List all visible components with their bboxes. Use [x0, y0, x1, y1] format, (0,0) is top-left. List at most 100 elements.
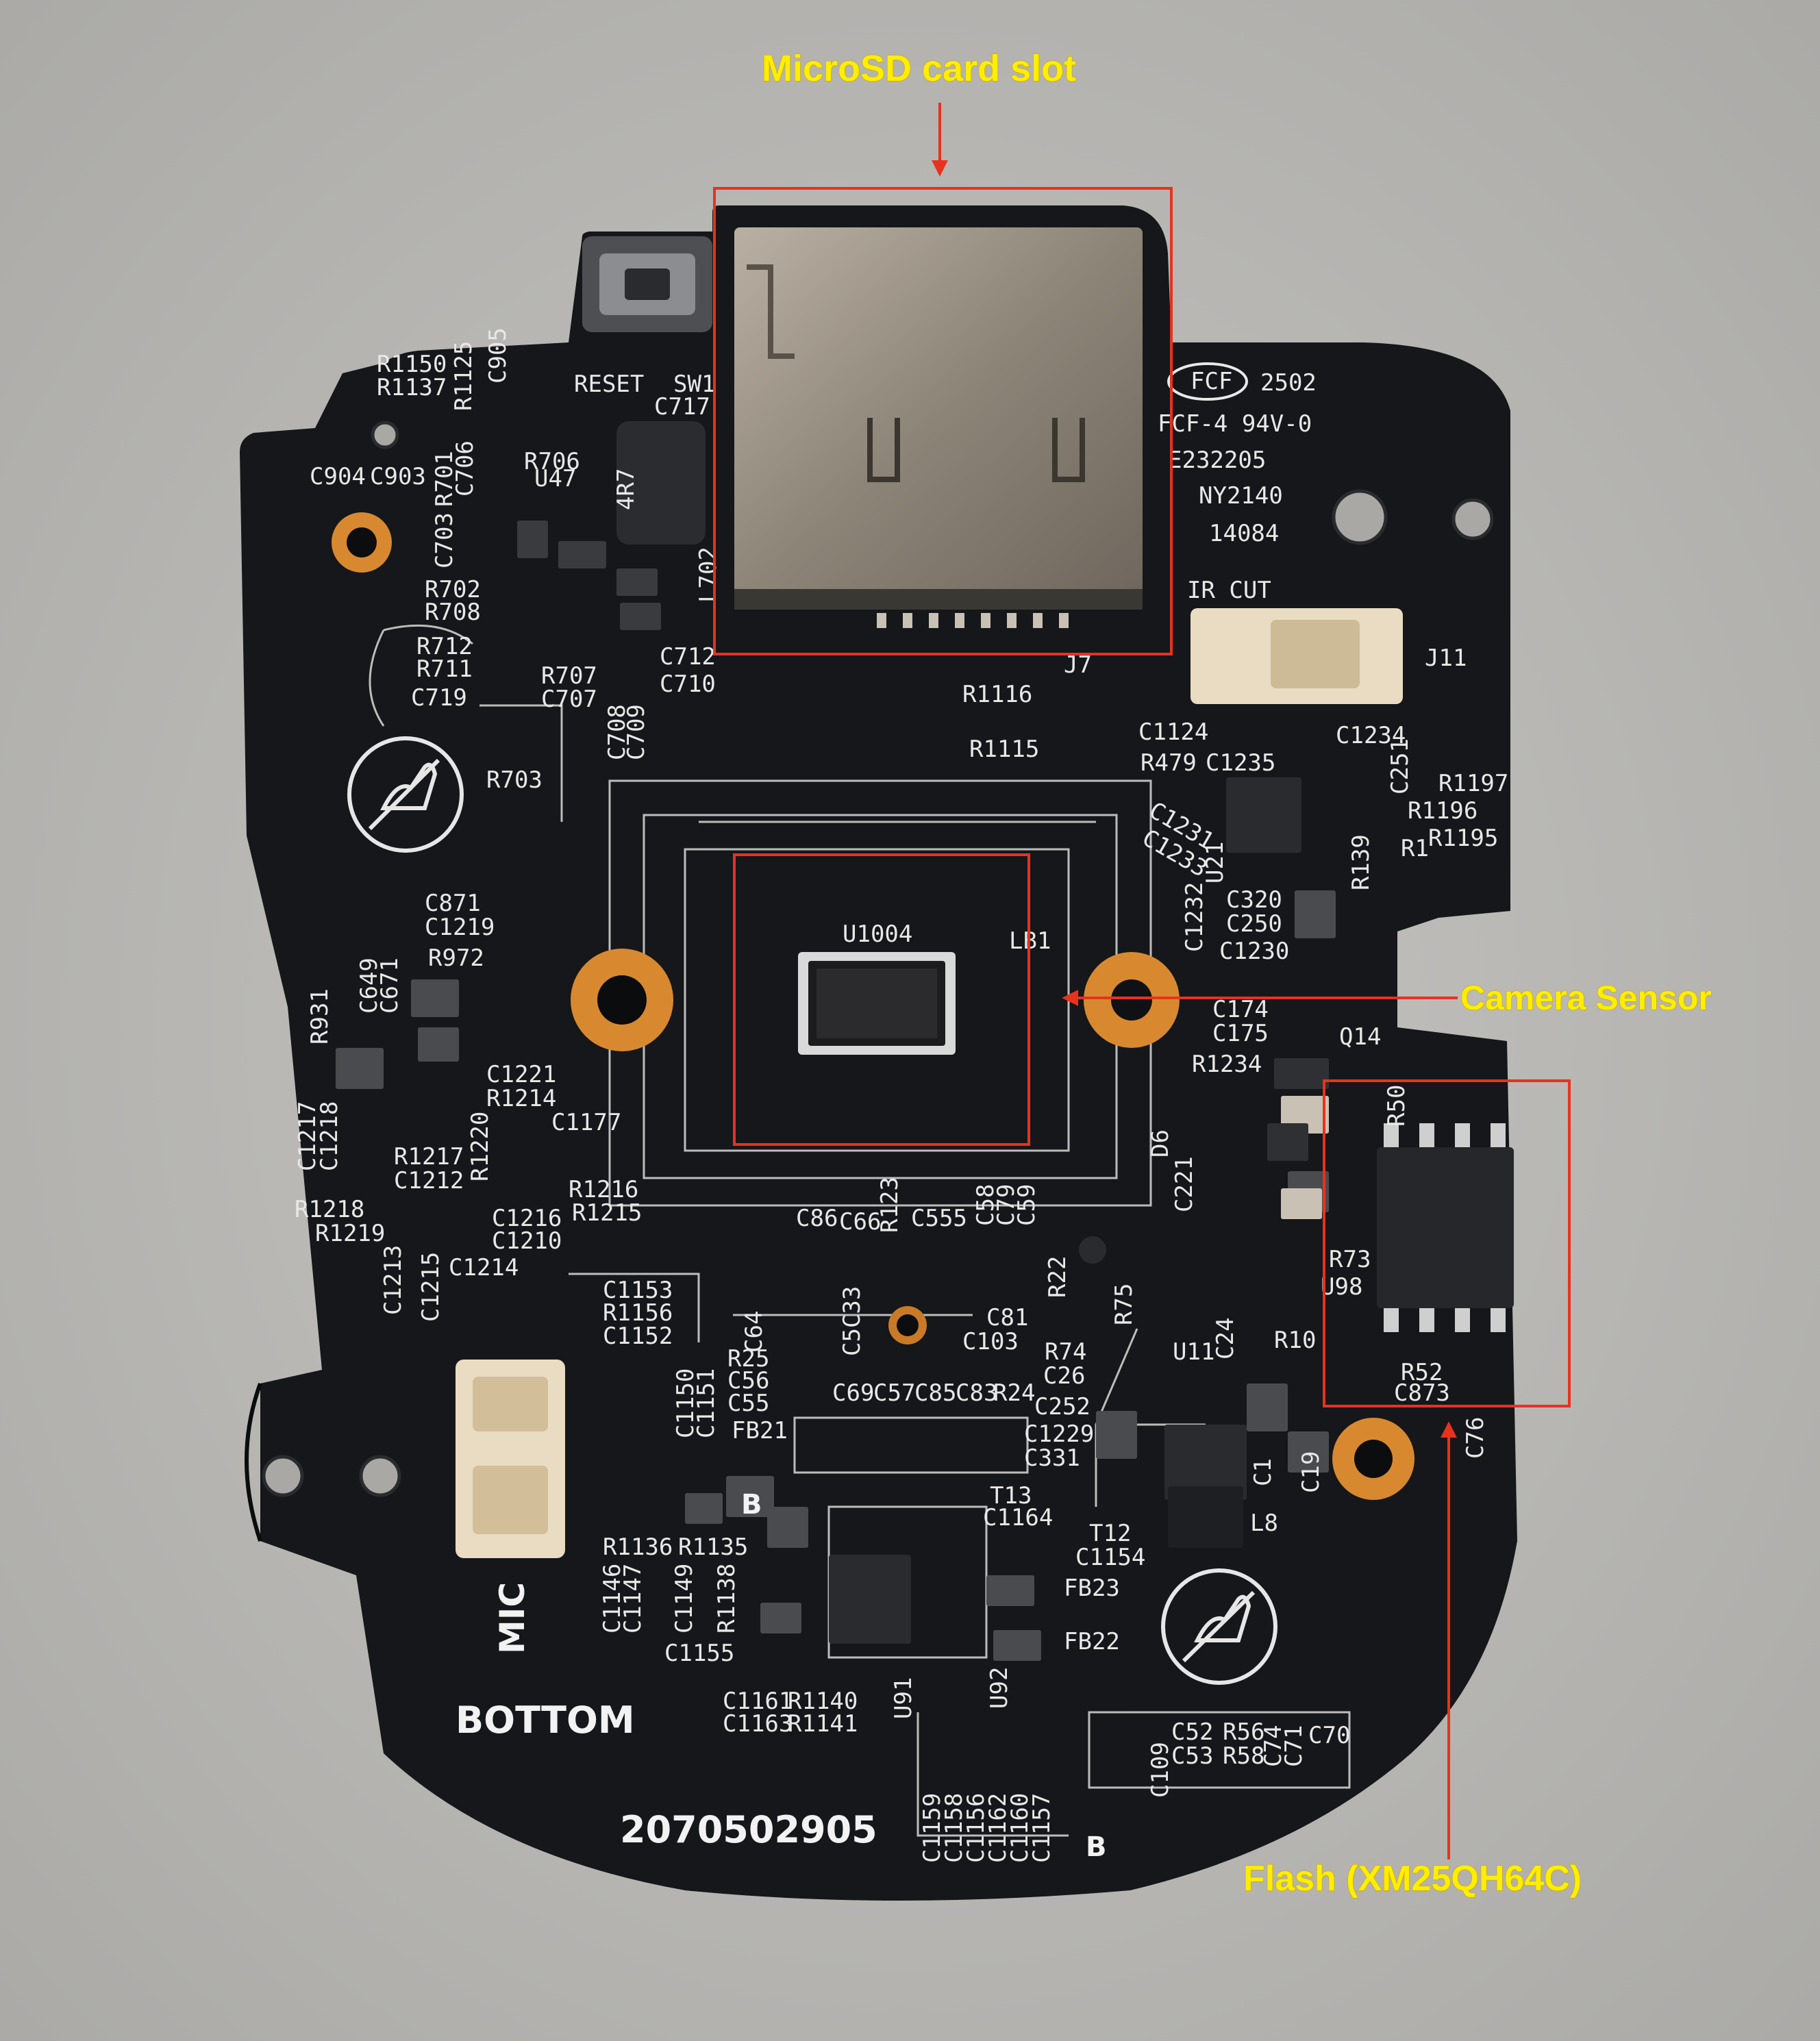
svg-text:C708: C708 [603, 704, 631, 760]
svg-text:C59: C59 [1013, 1184, 1040, 1226]
svg-text:R25: R25 [727, 1345, 769, 1373]
svg-text:R931: R931 [306, 988, 334, 1044]
svg-text:R1214: R1214 [486, 1085, 556, 1112]
svg-text:C1230: C1230 [1219, 938, 1289, 965]
svg-text:C83: C83 [956, 1379, 997, 1407]
pcb-edge-shadow [245, 1382, 262, 1542]
svg-text:C873: C873 [1394, 1379, 1450, 1407]
svg-text:R1: R1 [1401, 835, 1429, 862]
svg-text:C1213: C1213 [379, 1245, 407, 1315]
svg-text:R1135: R1135 [678, 1533, 748, 1561]
svg-text:C69: C69 [832, 1379, 874, 1407]
inductor-component [616, 421, 706, 544]
sensor-highlight-box [733, 853, 1030, 1146]
svg-text:C1150: C1150 [672, 1368, 699, 1438]
svg-text:C1210: C1210 [492, 1227, 562, 1255]
ir-cut-connector [1191, 608, 1403, 704]
svg-text:C709: C709 [623, 704, 650, 760]
svg-text:R707: R707 [541, 662, 597, 690]
mic-connector [456, 1360, 565, 1558]
esd-hand-symbol-bottom [1161, 1568, 1277, 1685]
flash-chip-component [1377, 1123, 1514, 1332]
svg-text:C320: C320 [1226, 886, 1282, 914]
svg-text:C871: C871 [425, 890, 481, 917]
component-refs: R1150 R1137 R1125 C905 C717 C904 C903 R7… [294, 327, 1508, 1863]
svg-text:C331: C331 [1024, 1444, 1080, 1472]
svg-text:C1149: C1149 [671, 1564, 698, 1633]
svg-text:R1234: R1234 [1192, 1051, 1262, 1078]
svg-text:R1217: R1217 [394, 1143, 464, 1170]
svg-text:U21: U21 [1201, 842, 1229, 884]
smd-components [336, 521, 1336, 1661]
svg-text:C719: C719 [411, 684, 467, 712]
svg-text:C1159: C1159 [919, 1793, 946, 1863]
svg-text:R706: R706 [524, 448, 580, 475]
svg-text:R1137: R1137 [377, 374, 447, 401]
svg-text:C175: C175 [1212, 1020, 1269, 1047]
svg-text:R1116: R1116 [962, 681, 1032, 708]
microsd-annotation-label: MicroSD card slot [762, 48, 1076, 89]
svg-text:R1216: R1216 [569, 1176, 638, 1203]
svg-text:R1196: R1196 [1408, 797, 1478, 825]
svg-text:R1150: R1150 [377, 351, 447, 378]
svg-text:FB22: FB22 [1064, 1628, 1120, 1655]
svg-text:R479: R479 [1140, 749, 1197, 777]
svg-text:C717: C717 [654, 393, 710, 421]
camera-sensor-component [798, 952, 956, 1055]
svg-text:R22: R22 [1044, 1256, 1071, 1298]
silk-mic: MIC [493, 1582, 532, 1654]
svg-text:C707: C707 [541, 686, 597, 713]
svg-text:C1234: C1234 [1336, 722, 1406, 749]
silk-ir-cut: IR CUT [1187, 577, 1271, 604]
svg-text:R75: R75 [1110, 1284, 1138, 1325]
svg-text:C71: C71 [1280, 1725, 1308, 1767]
svg-text:C1156: C1156 [962, 1793, 990, 1863]
svg-text:C56: C56 [727, 1367, 769, 1394]
svg-text:C706: C706 [451, 440, 479, 497]
sensor-annotation-label: Camera Sensor [1460, 979, 1712, 1017]
mounting-hole-center [888, 1306, 927, 1344]
flash-annotation-label: Flash (XM25QH64C) [1243, 1859, 1582, 1899]
svg-text:C904: C904 [310, 463, 366, 490]
svg-text:C1221: C1221 [486, 1061, 556, 1088]
svg-text:C1217: C1217 [294, 1101, 321, 1171]
svg-text:C24: C24 [1212, 1318, 1239, 1360]
svg-text:C1146: C1146 [599, 1564, 626, 1633]
svg-text:C1216: C1216 [492, 1205, 562, 1232]
svg-text:C221: C221 [1171, 1156, 1198, 1212]
svg-text:R708: R708 [425, 599, 481, 626]
svg-text:C1219: C1219 [425, 914, 495, 941]
svg-text:R972: R972 [428, 944, 484, 972]
svg-text:C79: C79 [993, 1184, 1020, 1226]
svg-text:C250: C250 [1226, 910, 1282, 938]
svg-text:R1138: R1138 [713, 1564, 740, 1633]
svg-text:C903: C903 [370, 463, 426, 490]
svg-text:R52: R52 [1401, 1359, 1443, 1386]
svg-text:C252: C252 [1034, 1393, 1090, 1420]
svg-text:R1215: R1215 [572, 1199, 642, 1227]
svg-text:C905: C905 [484, 327, 512, 384]
svg-text:R74: R74 [1045, 1338, 1086, 1366]
svg-text:C1157: C1157 [1028, 1793, 1056, 1863]
svg-text:R701: R701 [431, 451, 458, 507]
svg-text:C1162: C1162 [984, 1793, 1012, 1863]
svg-text:U98: U98 [1321, 1273, 1362, 1301]
svg-text:C1235: C1235 [1206, 749, 1275, 777]
silk-fcf-rating: FCF-4 94V-0 [1158, 410, 1312, 438]
svg-text:R703: R703 [486, 766, 543, 794]
svg-text:C1232: C1232 [1181, 882, 1208, 952]
svg-text:C1229: C1229 [1024, 1420, 1094, 1448]
svg-text:C1152: C1152 [603, 1323, 673, 1350]
svg-text:C70: C70 [1308, 1722, 1350, 1749]
svg-text:C52: C52 [1171, 1718, 1213, 1746]
svg-text:D6: D6 [1147, 1129, 1174, 1157]
svg-text:C1215: C1215 [417, 1252, 445, 1322]
silk-bottom: BOTTOM [456, 1699, 635, 1742]
svg-text:C251: C251 [1386, 738, 1414, 794]
svg-text:FCF: FCF [1191, 368, 1232, 395]
silk-b-mark-bottom: B [1086, 1831, 1107, 1863]
svg-text:C703: C703 [431, 512, 458, 568]
svg-text:C712: C712 [660, 643, 716, 671]
reset-button-component [582, 236, 712, 332]
